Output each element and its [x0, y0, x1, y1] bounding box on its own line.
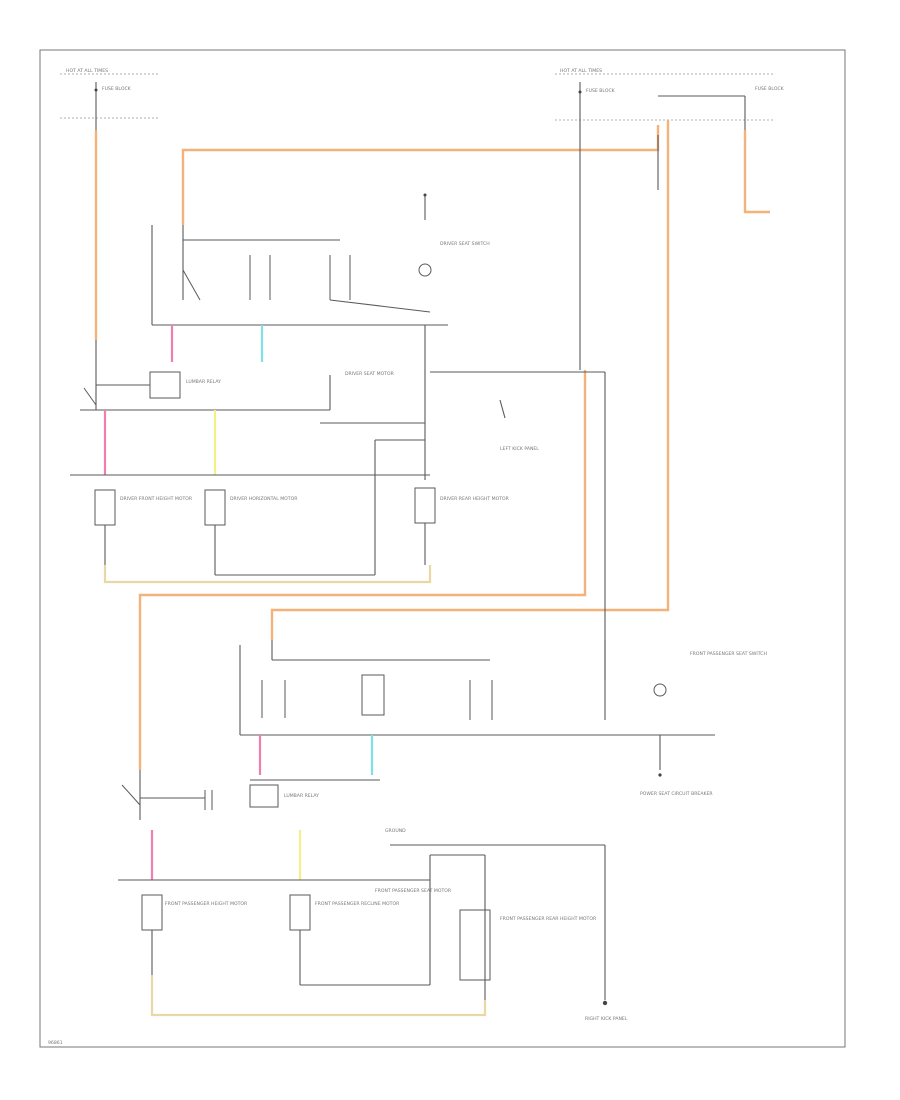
- fuse-right-detail: FUSE BLOCK: [586, 88, 616, 94]
- power-seat-main-label: POWER SEAT CIRCUIT BREAKER: [640, 791, 713, 797]
- passenger-lumbar-relay: LUMBAR RELAY GROUND: [121, 735, 606, 1000]
- passenger-recline-motor-label: FRONT PASSENGER RECLINE MOTOR: [315, 901, 400, 907]
- driver-seat-switch: DRIVER SEAT SWITCH: [151, 225, 490, 326]
- driver-switch-outputs: [170, 325, 606, 720]
- passenger-horiz-motor-label: FRONT PASSENGER SEAT MOTOR: [375, 888, 452, 894]
- fuse-block-right: HOT AT ALL TIMES FUSE BLOCK FUSE BLOCK: [555, 68, 785, 135]
- passenger-front-motor-label: FRONT PASSENGER HEIGHT MOTOR: [165, 901, 248, 907]
- fuse-block-left: HOT AT ALL TIMES FUSE BLOCK: [60, 68, 160, 130]
- driver-front-motor-label: DRIVER FRONT HEIGHT MOTOR: [120, 496, 193, 502]
- passenger-rear-motor-label: FRONT PASSENGER REAR HEIGHT MOTOR: [500, 916, 597, 922]
- corner-code: 96861: [48, 1040, 63, 1046]
- fuse-left-title: HOT AT ALL TIMES: [66, 68, 108, 74]
- passenger-switch-label: FRONT PASSENGER SEAT SWITCH: [690, 651, 767, 657]
- driver-lumbar-label: LUMBAR RELAY: [186, 379, 221, 385]
- driver-switch-label: DRIVER SEAT SWITCH: [440, 241, 490, 247]
- driver-motors: DRIVER FRONT HEIGHT MOTOR DRIVER HORIZON…: [70, 410, 539, 584]
- bottom-ground-label: RIGHT KICK PANEL: [585, 1016, 628, 1022]
- diagram-frame: [39, 49, 846, 1048]
- passenger-seat-switch: FRONT PASSENGER SEAT SWITCH POWER SEAT C…: [239, 640, 767, 797]
- driver-horiz-motor-label: DRIVER HORIZONTAL MOTOR: [230, 496, 298, 502]
- driver-seat-motor-label: DRIVER SEAT MOTOR: [345, 371, 395, 377]
- driver-lumbar-relay: LUMBAR RELAY DRIVER SEAT MOTOR: [80, 340, 425, 575]
- fuse-right-block: FUSE BLOCK: [755, 86, 785, 92]
- fuse-left-detail: FUSE BLOCK: [102, 86, 132, 92]
- driver-ground-label: LEFT KICK PANEL: [500, 446, 539, 452]
- orange-wires: [94, 120, 770, 770]
- passenger-lumbar-label: LUMBAR RELAY: [284, 793, 319, 799]
- fuse-right-title: HOT AT ALL TIMES: [560, 68, 602, 74]
- passenger-motors: FRONT PASSENGER HEIGHT MOTOR FRONT PASSE…: [118, 830, 628, 1022]
- passenger-ground-label-text: GROUND: [385, 828, 406, 834]
- feed-wires: [423, 135, 659, 370]
- driver-rear-motor-label: DRIVER REAR HEIGHT MOTOR: [440, 496, 510, 502]
